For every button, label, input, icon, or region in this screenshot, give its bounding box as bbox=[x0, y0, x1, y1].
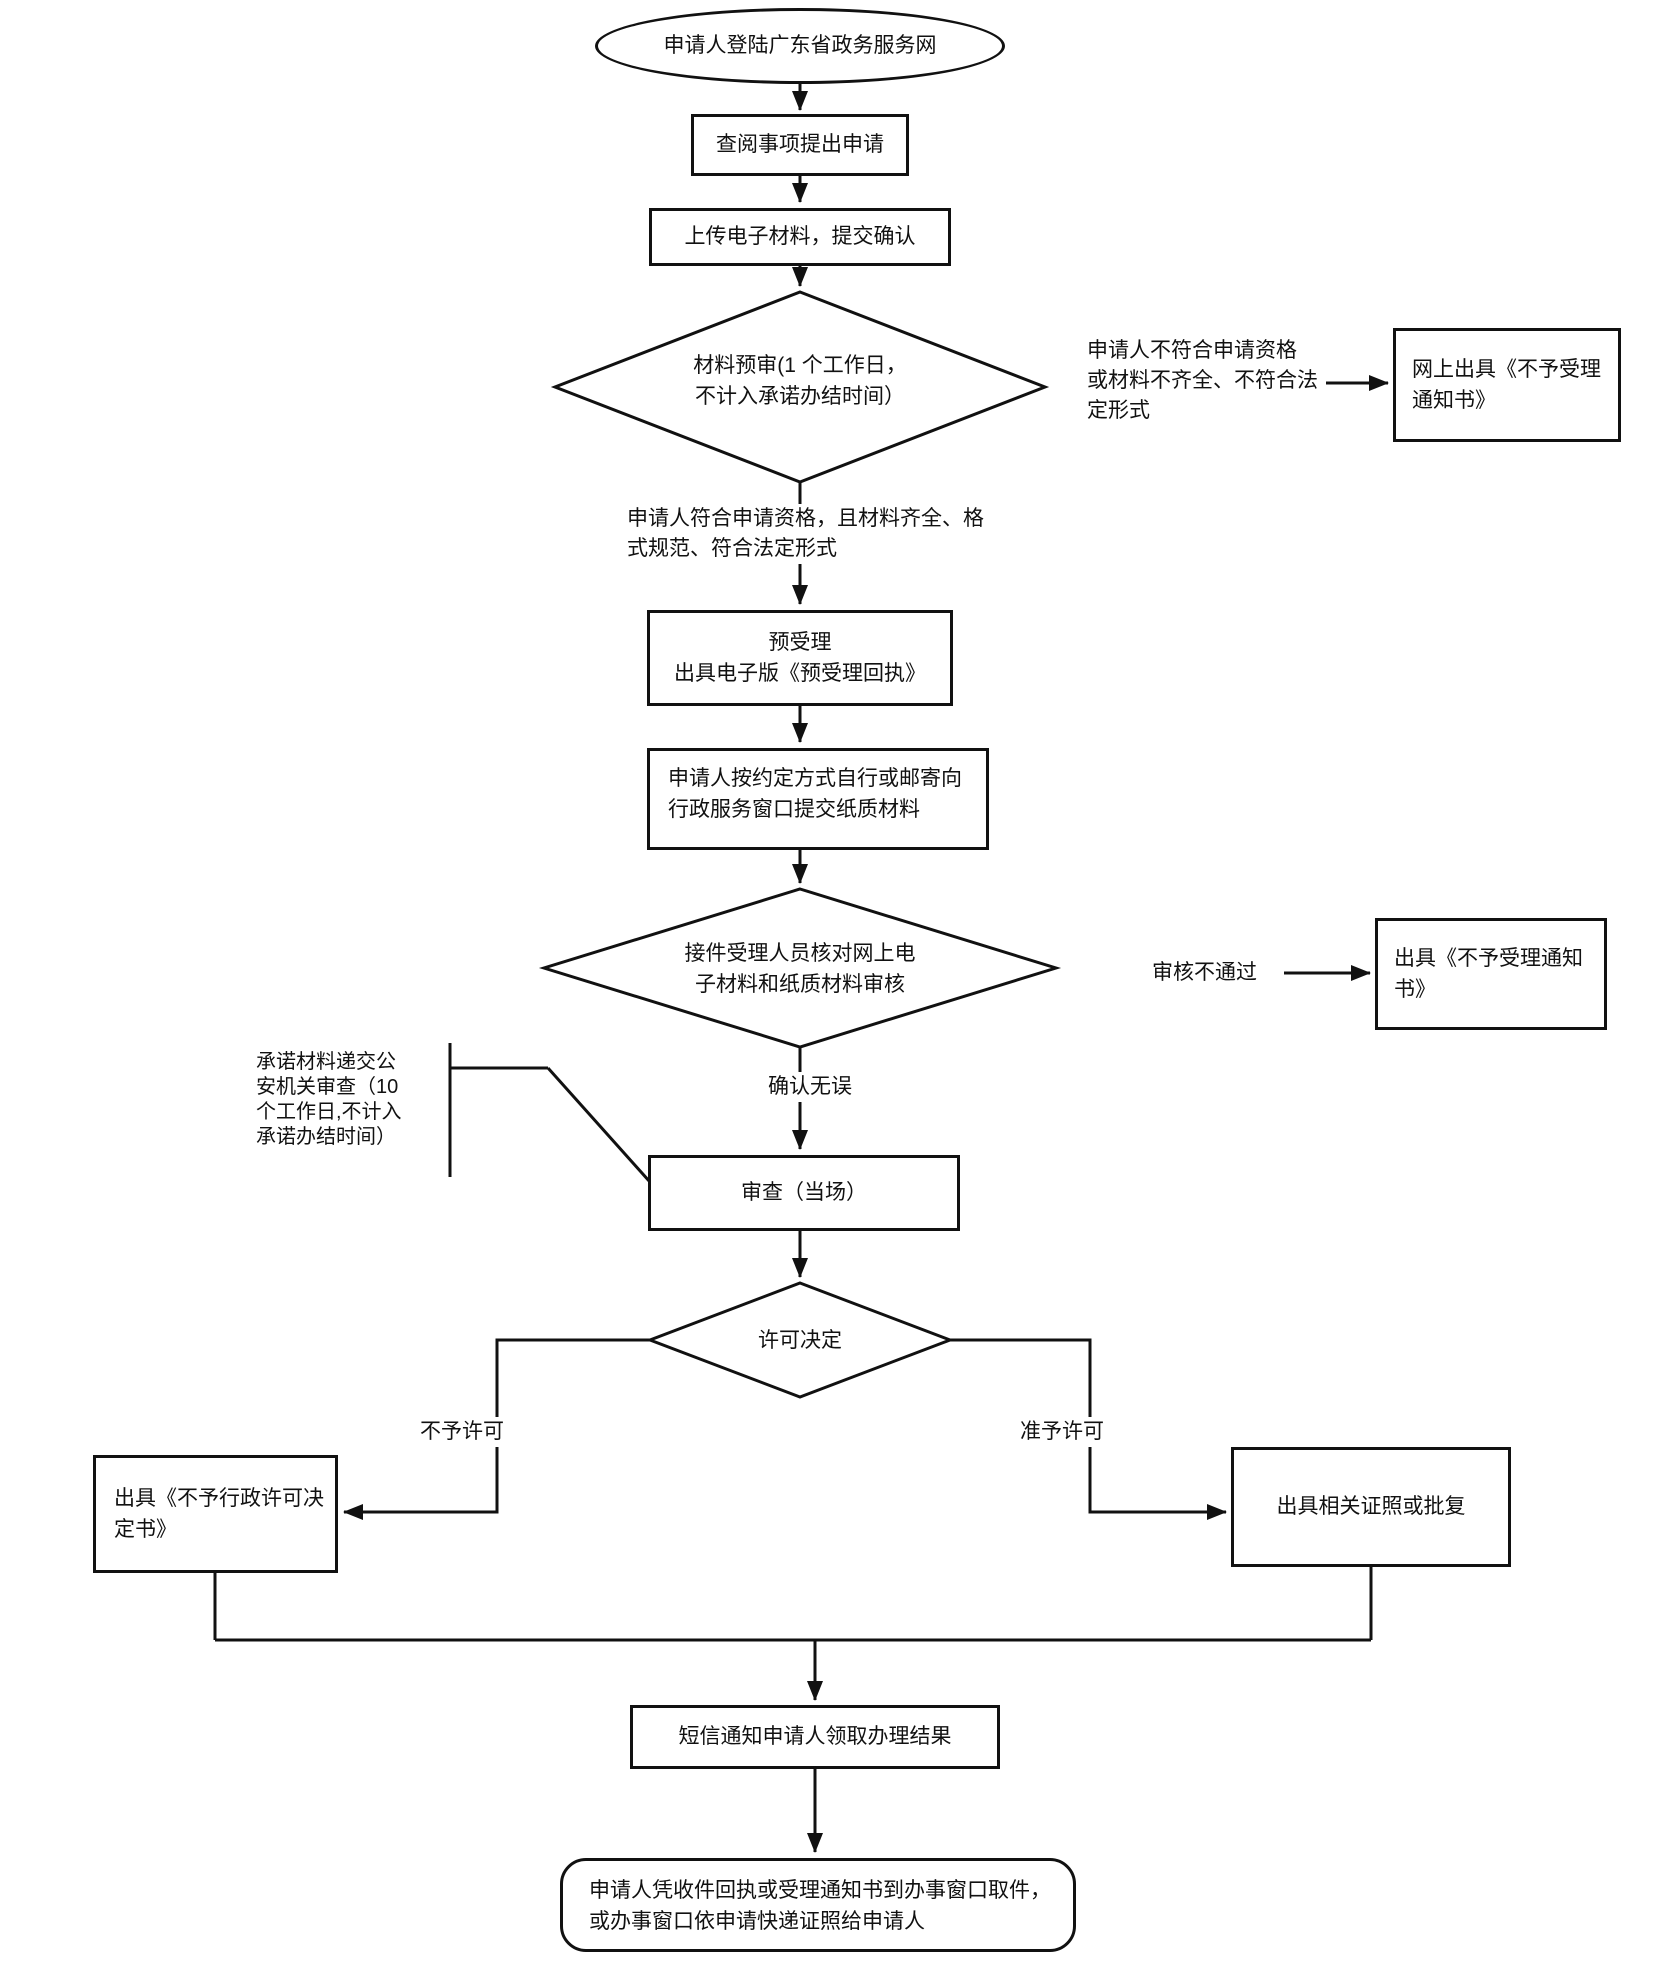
decision1-line1: 材料预审(1 个工作日， bbox=[693, 354, 907, 377]
step-browse-apply: 查阅事项提出申请 bbox=[691, 114, 909, 176]
step-sms-notice-label: 短信通知申请人领取办理结果 bbox=[678, 1725, 952, 1748]
decision2-yes-label: 确认无误 bbox=[762, 1072, 858, 1102]
step-preacceptance-line2: 出具电子版《预受理回执》 bbox=[674, 662, 926, 685]
decision3-label: 许可决定 bbox=[758, 1329, 842, 1352]
step-upload-materials: 上传电子材料，提交确认 bbox=[649, 208, 951, 266]
decision2-yes-text: 确认无误 bbox=[768, 1075, 852, 1098]
decision1-material-precheck: 材料预审(1 个工作日， 不计入承诺办结时间） bbox=[590, 350, 1010, 412]
step-preacceptance: 预受理 出具电子版《预受理回执》 bbox=[647, 610, 953, 706]
box-reject-notice-line2: 书》 bbox=[1394, 978, 1436, 1001]
decision3-no-text: 不予许可 bbox=[420, 1420, 504, 1443]
decision1-no-line3: 定形式 bbox=[1087, 399, 1150, 422]
callout-line2: 安机关审查（10 bbox=[256, 1076, 399, 1098]
step-review-onsite-label: 审查（当场） bbox=[741, 1181, 867, 1204]
box-reject-online-line2: 通知书》 bbox=[1412, 389, 1496, 412]
decision2-line1: 接件受理人员核对网上电 bbox=[684, 942, 916, 965]
callout-police-review: 承诺材料递交公 安机关审查（10 个工作日,不计入 承诺办结时间） bbox=[256, 1050, 436, 1150]
step-review-onsite: 审查（当场） bbox=[648, 1155, 960, 1231]
decision3-diamond-shape bbox=[645, 1281, 955, 1399]
box-deny-decision: 出具《不予行政许可决 定书》 bbox=[93, 1455, 338, 1573]
callout-line1: 承诺材料递交公 bbox=[256, 1051, 396, 1073]
box-reject-notice-line1: 出具《不予受理通知 bbox=[1394, 947, 1583, 970]
step-preacceptance-line1: 预受理 bbox=[768, 631, 832, 654]
box-deny-line2: 定书》 bbox=[114, 1518, 177, 1541]
decision1-no-line1: 申请人不符合申请资格 bbox=[1087, 339, 1297, 362]
box-reject-notice: 出具《不予受理通知 书》 bbox=[1375, 918, 1607, 1030]
callout-line4: 承诺办结时间） bbox=[256, 1126, 396, 1148]
end-node: 申请人凭收件回执或受理通知书到办事窗口取件， 或办事窗口依申请快递证照给申请人 bbox=[560, 1858, 1076, 1952]
start-node: 申请人登陆广东省政务服务网 bbox=[595, 8, 1005, 84]
decision3-no-label: 不予许可 bbox=[420, 1417, 510, 1447]
decision1-no-line2: 或材料不齐全、不符合法 bbox=[1087, 369, 1318, 392]
decision1-no-label: 申请人不符合申请资格 或材料不齐全、不符合法 定形式 bbox=[1087, 336, 1347, 426]
decision3-license: 许可决定 bbox=[700, 1326, 900, 1356]
end-node-line2: 或办事窗口依申请快递证照给申请人 bbox=[589, 1910, 925, 1933]
box-deny-line1: 出具《不予行政许可决 bbox=[114, 1487, 324, 1510]
decision2-line2: 子材料和纸质材料审核 bbox=[695, 973, 905, 996]
decision1-yes-label: 申请人符合申请资格，且材料齐全、格 式规范、符合法定形式 bbox=[627, 504, 1007, 564]
decision3-yes-text: 准予许可 bbox=[1020, 1420, 1104, 1443]
decision1-yes-line1: 申请人符合申请资格，且材料齐全、格 bbox=[627, 507, 984, 530]
callout-diagonal-line bbox=[546, 1066, 652, 1184]
box-reject-online: 网上出具《不予受理 通知书》 bbox=[1393, 328, 1621, 442]
step-upload-materials-label: 上传电子材料，提交确认 bbox=[684, 225, 916, 248]
box-grant-label: 出具相关证照或批复 bbox=[1276, 1495, 1466, 1518]
start-node-label: 申请人登陆广东省政务服务网 bbox=[663, 34, 937, 57]
decision1-diamond-shape bbox=[550, 290, 1050, 484]
end-node-line1: 申请人凭收件回执或受理通知书到办事窗口取件， bbox=[589, 1879, 1051, 1902]
step-sms-notice: 短信通知申请人领取办理结果 bbox=[630, 1705, 1000, 1769]
decision2-diamond-shape bbox=[538, 887, 1062, 1049]
box-reject-online-line1: 网上出具《不予受理 bbox=[1412, 358, 1601, 381]
decision1-line2: 不计入承诺办结时间） bbox=[695, 385, 905, 408]
decision3-yes-label: 准予许可 bbox=[1020, 1417, 1110, 1447]
box-grant-license: 出具相关证照或批复 bbox=[1231, 1447, 1511, 1567]
decision1-yes-line2: 式规范、符合法定形式 bbox=[627, 537, 837, 560]
decision2-no-label: 审核不通过 bbox=[1152, 958, 1287, 988]
step-submit-paper-line1: 申请人按约定方式自行或邮寄向 bbox=[668, 767, 962, 790]
callout-line3: 个工作日,不计入 bbox=[256, 1101, 402, 1123]
step-submit-paper-line2: 行政服务窗口提交纸质材料 bbox=[668, 798, 920, 821]
decision2-no-text: 审核不通过 bbox=[1152, 961, 1257, 984]
step-submit-paper: 申请人按约定方式自行或邮寄向 行政服务窗口提交纸质材料 bbox=[647, 748, 989, 850]
step-browse-apply-label: 查阅事项提出申请 bbox=[716, 133, 884, 156]
decision2-verify-materials: 接件受理人员核对网上电 子材料和纸质材料审核 bbox=[600, 938, 1000, 1000]
